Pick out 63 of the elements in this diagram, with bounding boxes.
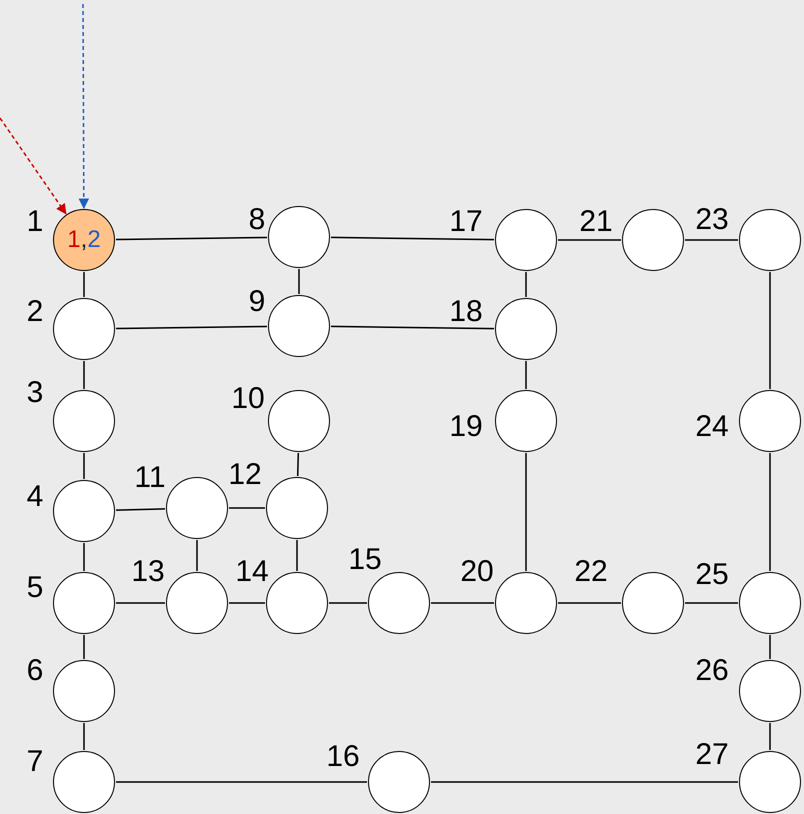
connector-line [229,507,265,509]
node-number: 27 [695,740,729,770]
connector-line [769,272,771,389]
node-number: 16 [326,742,360,772]
node-number: 21 [579,207,613,237]
connector-line [116,781,367,783]
node-number: 22 [574,557,608,587]
connector-line [296,540,298,571]
node-number: 4 [26,482,44,512]
node-number: 5 [26,573,44,603]
node-number: 6 [26,656,44,686]
connector-line [83,723,85,750]
connector-line [431,781,738,783]
node-number: 17 [449,207,483,237]
connector-line [329,602,367,604]
node-number: 20 [460,557,494,587]
connector-line [83,543,85,571]
connector-line [525,453,527,571]
connector-line [525,361,527,389]
connector-line [83,272,85,297]
connector-line [116,508,166,511]
connector-line [525,272,527,297]
connector-line [296,452,300,476]
connector-line [298,269,300,294]
node-number: 23 [695,205,729,235]
connector-line [330,326,494,330]
connector-line [229,602,265,604]
node-number: 12 [228,460,262,490]
node-number: 26 [695,656,729,686]
connector-line [116,236,268,240]
connector-line [431,602,494,604]
connector-line [769,723,771,750]
node-number: 9 [248,287,266,317]
node-number: 1 [26,207,44,237]
node-number: 3 [26,378,44,408]
node-number: 24 [695,412,729,442]
connector-line [116,602,165,604]
connector-line [685,239,738,241]
node-number: 7 [26,747,44,777]
connector-line [558,602,621,604]
node-label: 1,2 [67,228,101,252]
connector-line [558,239,621,241]
node-number: 8 [248,205,266,235]
connector-line [83,361,85,389]
connector-line [685,602,738,604]
connector-line [83,453,85,479]
connector-line [330,236,494,240]
node-number: 14 [235,557,269,587]
node-number: 11 [134,463,166,493]
node-number: 19 [449,412,483,442]
connector-line [196,540,198,571]
node-number: 10 [231,384,265,414]
node-number: 25 [695,560,729,590]
node-number: 18 [449,297,483,327]
connector-line [83,635,85,659]
arrow [78,4,90,210]
connector-line [769,635,771,659]
arrow [0,118,66,214]
node-number: 2 [26,297,44,327]
connector-line [769,453,771,571]
connector-line [116,326,268,330]
node-number: 15 [348,545,382,575]
node-number: 13 [131,557,165,587]
